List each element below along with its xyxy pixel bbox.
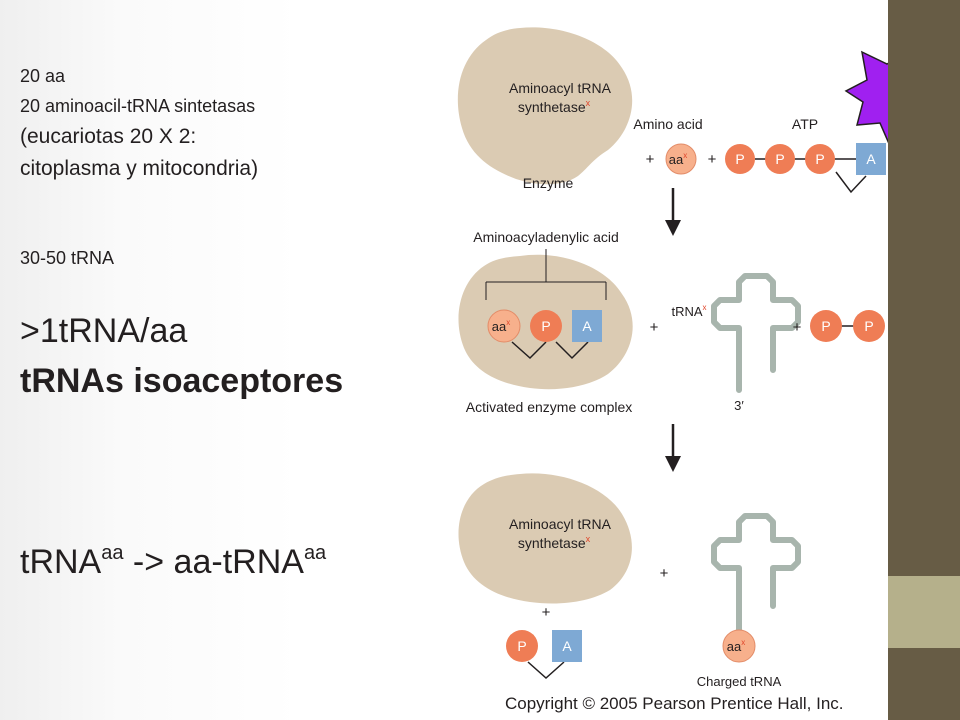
complex-bond-1 [511, 341, 547, 360]
trna-label: tRNAx [671, 303, 706, 319]
text-20-synthetases: 20 aminoacil-tRNA sintetasas [20, 96, 256, 116]
p-label-3: P [815, 151, 824, 167]
synthetase-word: synthetase [518, 99, 586, 115]
phosphate-circle-3 [805, 144, 835, 174]
amino-acid-circle-top [665, 143, 697, 175]
equation-trna: tRNA [20, 543, 102, 581]
aminoacyladenylic-label: Aminoacyladenylic acid [473, 229, 619, 245]
aa-text: aa [492, 319, 507, 334]
equation-arrow-aa-trna: -> aa-tRNA [123, 543, 304, 581]
plus-top-2: + [708, 151, 717, 168]
adenosine-square-bottom [552, 630, 582, 662]
reaction-arrow-2-head [665, 456, 681, 472]
phosphate-circle-1 [725, 144, 755, 174]
amino-acid-circle-middle [487, 309, 521, 343]
equation-sup-2: aa [303, 542, 327, 564]
charged-trna-label: Charged tRNA [697, 674, 782, 689]
p-label-ppi-1: P [821, 318, 830, 334]
amp-bond [527, 661, 565, 680]
aa-text: aa [727, 639, 742, 654]
enzyme-blob-bottom [458, 473, 632, 604]
text-20-aa: 20 aa [20, 66, 66, 86]
superscript-x: x [683, 151, 687, 160]
aa-label-top: aax [669, 151, 687, 167]
decorative-sidebar-block [888, 576, 960, 648]
p-label-bottom: P [517, 638, 526, 654]
complex-bond-2 [555, 341, 589, 360]
atp-label: ATP [792, 116, 818, 132]
phosphate-circle-2 [765, 144, 795, 174]
plus-bottom-1: + [542, 604, 551, 621]
reaction-arrow-1-head [665, 220, 681, 236]
enzyme-label-bottom-1: Aminoacyl tRNA [509, 516, 612, 532]
phosphate-circle-middle [530, 310, 562, 342]
text-trna-count: 30-50 tRNA [20, 248, 115, 268]
p-label-1: P [735, 151, 744, 167]
aa-text: aa [669, 152, 684, 167]
pyrophosphate-circle-2 [853, 310, 885, 342]
aminoacylation-figure: Aminoacyl tRNA synthetasex Enzyme Amino … [450, 0, 888, 720]
starburst-icon [844, 50, 888, 144]
text-trna-per-aa: >1tRNA/aa [20, 312, 188, 350]
superscript-x: x [506, 318, 510, 327]
p-label-ppi-2: P [864, 318, 873, 334]
p-label-2: P [775, 151, 784, 167]
trna-cloverleaf-bottom [711, 513, 801, 633]
enzyme-label-bottom-2: synthetasex [518, 534, 591, 551]
superscript-x: x [703, 303, 707, 312]
a-label-middle: A [582, 318, 592, 334]
enzyme-blob-top [457, 27, 633, 185]
superscript-x: x [741, 638, 745, 647]
plus-middle-2: + [793, 319, 802, 336]
superscript-x: x [586, 534, 591, 544]
pyrophosphate-circle-1 [810, 310, 842, 342]
text-cytoplasm-mitochondria: citoplasma y mitocondria) [20, 157, 259, 180]
aa-label-bottom: aax [727, 638, 745, 654]
enzyme-label-top-2: synthetasex [518, 98, 591, 115]
copyright-notice: Copyright © 2005 Pearson Prentice Hall, … [505, 694, 844, 713]
enzyme-caption: Enzyme [523, 175, 574, 191]
superscript-x: x [586, 98, 591, 108]
p-label-middle: P [541, 318, 550, 334]
enzyme-label-top-1: Aminoacyl tRNA [509, 80, 612, 96]
text-isoacceptors: tRNAs isoaceptores [20, 362, 344, 400]
equation-sup-1: aa [101, 542, 124, 564]
trna-cloverleaf-middle [711, 273, 801, 393]
phosphate-circle-bottom [506, 630, 538, 662]
plus-middle-1: + [650, 319, 659, 336]
a-label-bottom: A [562, 638, 572, 654]
amino-acid-label: Amino acid [633, 116, 702, 132]
plus-bottom-2: + [660, 565, 669, 582]
charged-amino-acid-circle [722, 629, 756, 663]
adenosine-square-middle [572, 310, 602, 342]
atp-sugar-bond [835, 171, 867, 194]
trna-text: tRNA [671, 304, 702, 319]
aa-label-middle: aax [492, 318, 510, 334]
adenosine-square-top [856, 143, 886, 175]
plus-top-1: + [646, 151, 655, 168]
activated-complex-label: Activated enzyme complex [466, 399, 633, 415]
text-eukaryotes: (eucariotas 20 X 2: [20, 125, 197, 148]
synthetase-word: synthetase [518, 535, 586, 551]
a-label-top: A [866, 151, 876, 167]
charging-equation: tRNAaa -> aa-tRNAaa [20, 540, 326, 584]
three-prime-label: 3′ [734, 398, 744, 413]
